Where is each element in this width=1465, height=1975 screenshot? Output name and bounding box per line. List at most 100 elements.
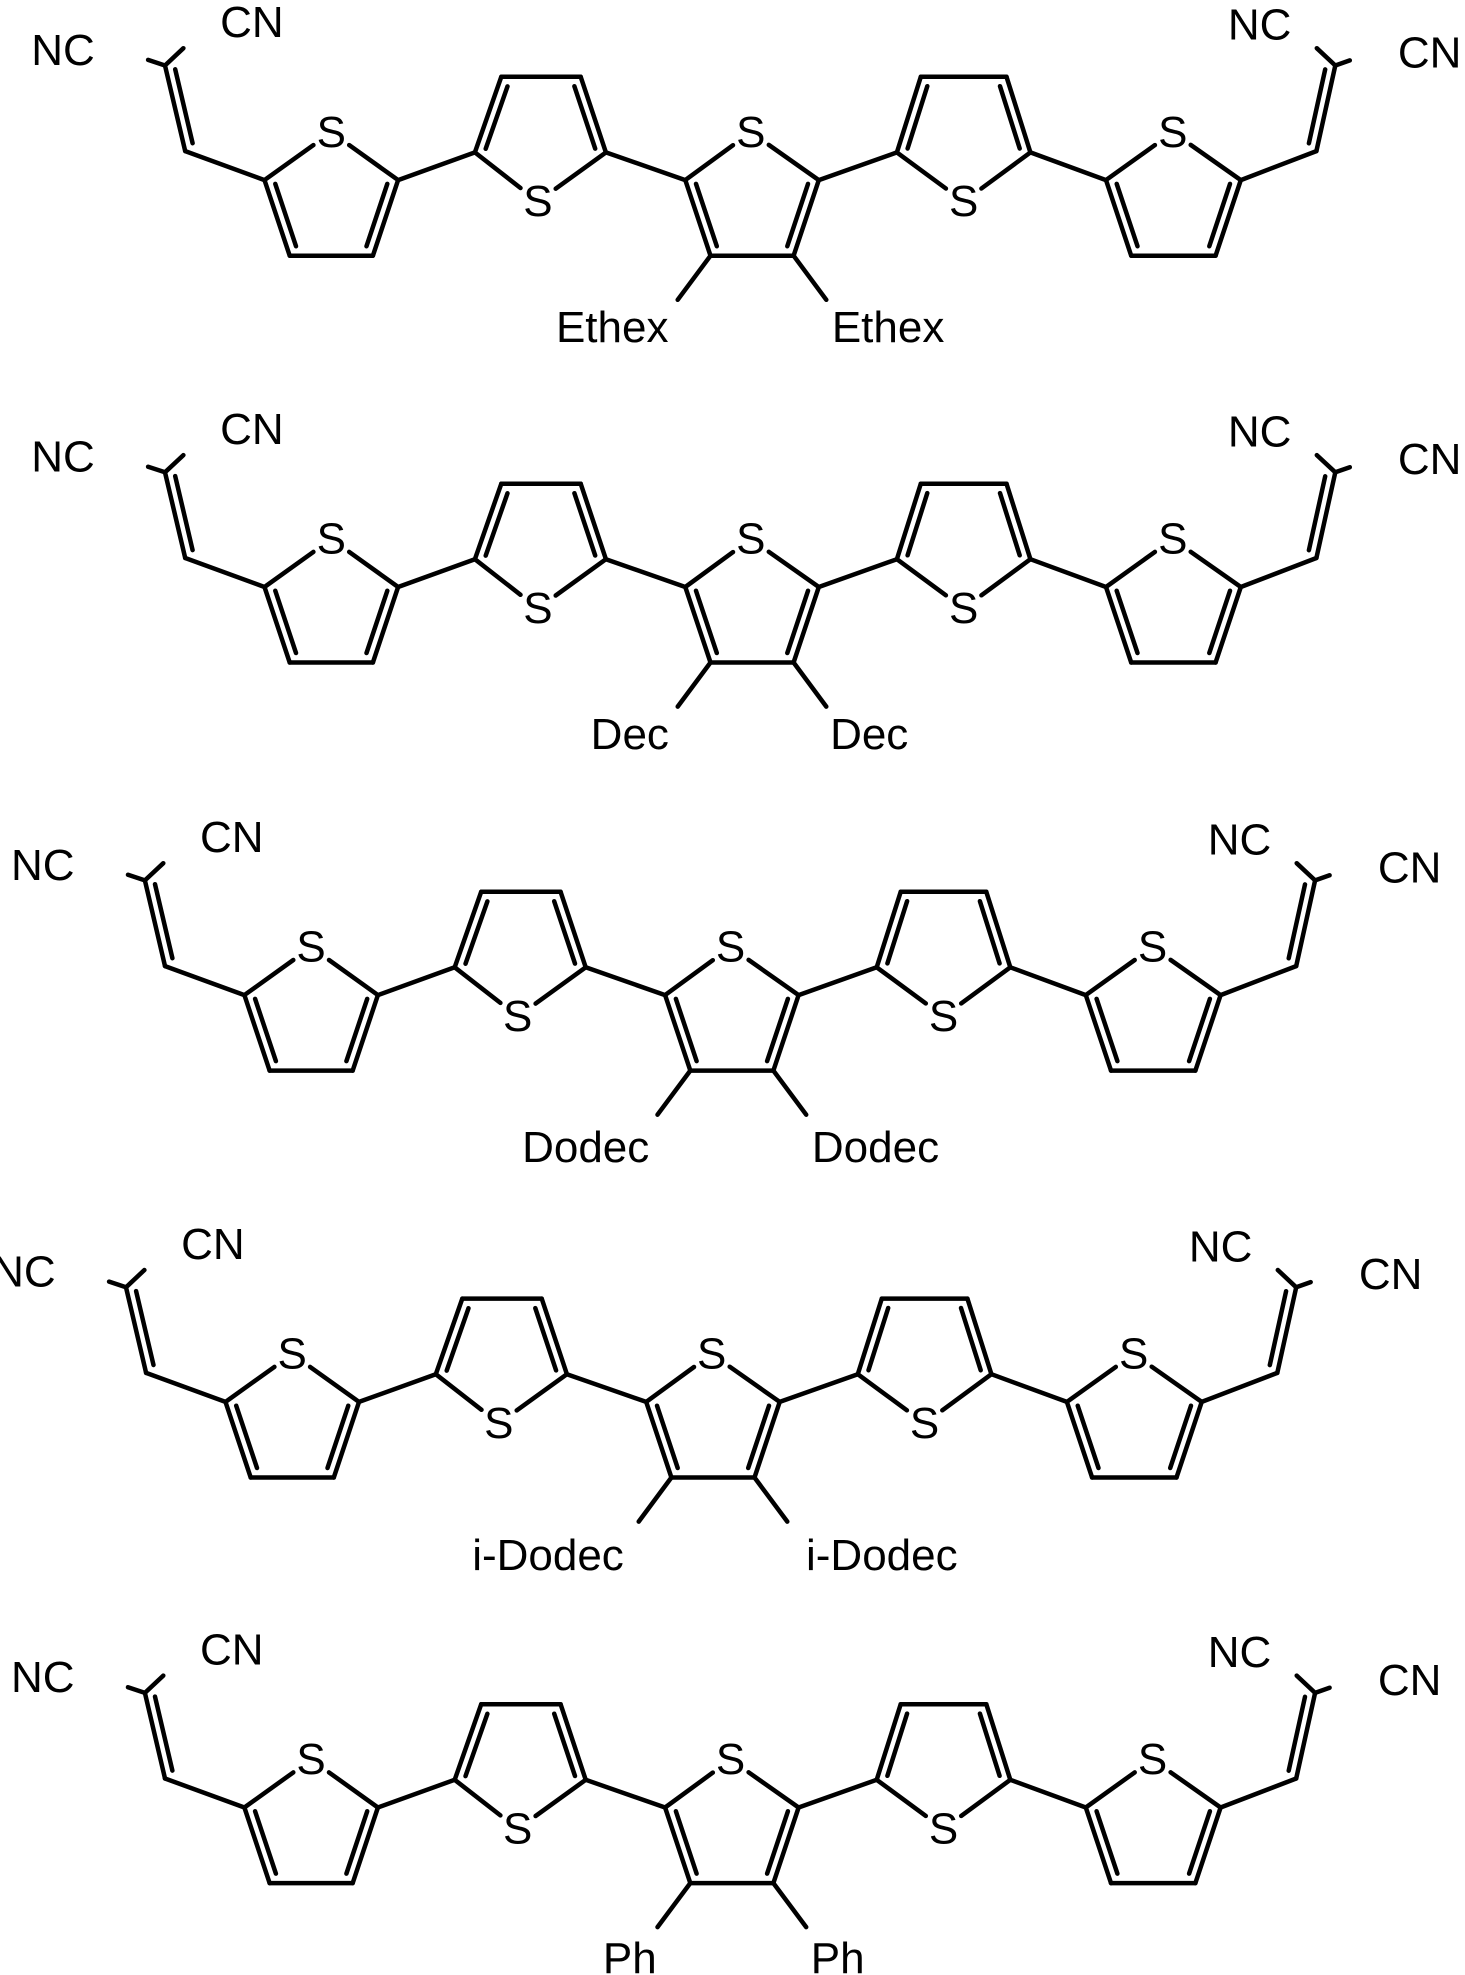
left-vinyl-double-bond <box>155 1697 172 1771</box>
left-vinyl-bond <box>146 1373 225 1402</box>
right-vinyl-double-bond <box>1296 880 1315 966</box>
thiophene-ring-1-bond <box>349 145 398 180</box>
substituent-bond <box>773 1883 806 1927</box>
right-cn-label: CN <box>1378 843 1442 892</box>
thiophene-ring-4-bond <box>961 967 1010 1003</box>
substituent-bond <box>794 256 827 300</box>
inter-ring-bond <box>991 1374 1067 1402</box>
sulfur-label: S <box>503 1804 532 1853</box>
right-vinyl-bond <box>1202 1373 1278 1402</box>
substituent-label-left: Dec <box>591 710 669 759</box>
inter-ring-bond <box>398 152 475 180</box>
right-nitrile-bond <box>1315 1688 1330 1693</box>
left-nitrile-bond <box>165 48 183 65</box>
left-nc-label: NC <box>31 26 95 75</box>
left-vinyl-bond <box>165 1779 244 1808</box>
right-cn-label: CN <box>1398 435 1462 484</box>
thiophene-ring-1-bond <box>244 1772 293 1807</box>
left-nitrile-bond <box>145 1676 163 1693</box>
thiophene-ring-1-bond <box>329 1772 378 1807</box>
thiophene-ring-4-double-bond <box>908 86 928 148</box>
sulfur-label: S <box>929 1804 958 1853</box>
right-nc-label: NC <box>1208 1628 1272 1677</box>
thiophene-ring-2-bond <box>536 967 586 1003</box>
sulfur-label: S <box>949 177 978 226</box>
left-nc-label: NC <box>11 1653 75 1702</box>
thiophene-ring-5-bond <box>1191 552 1241 587</box>
sulfur-label: S <box>523 177 552 226</box>
sulfur-label: S <box>1138 923 1167 972</box>
left-cn-label: CN <box>220 405 284 454</box>
thiophene-ring-5-bond <box>1086 960 1135 995</box>
sulfur-label: S <box>736 515 765 564</box>
left-nitrile-bond <box>165 455 183 472</box>
right-vinyl-bond <box>1221 966 1297 995</box>
left-vinyl-double-bond <box>175 69 192 143</box>
thiophene-ring-3-bond <box>646 1367 694 1402</box>
molecule-4: SSSSSNCCNNCCNi-Dodeci-Dodec <box>0 1220 1422 1580</box>
sulfur-label: S <box>1119 1330 1148 1379</box>
thiophene-ring-2-bond <box>536 1780 586 1816</box>
thiophene-ring-5-bond <box>1106 145 1155 180</box>
molecule-1: SSSSSNCCNNCCNEthexEthex <box>31 0 1461 352</box>
inter-ring-bond <box>606 152 685 180</box>
sulfur-label: S <box>716 1735 745 1784</box>
right-nc-label: NC <box>1208 816 1272 865</box>
sulfur-label: S <box>317 108 346 157</box>
molecule-2: SSSSSNCCNNCCNDecDec <box>31 405 1461 759</box>
left-cn-label: CN <box>181 1220 245 1269</box>
thiophene-ring-2-bond <box>455 967 501 1003</box>
substituent-label-left: Ph <box>603 1934 657 1975</box>
right-nitrile-bond <box>1335 467 1350 472</box>
right-nc-label: NC <box>1189 1223 1253 1272</box>
right-vinyl-bond <box>1241 558 1317 587</box>
thiophene-ring-5-bond <box>1106 552 1155 587</box>
right-nitrile-bond <box>1315 875 1330 880</box>
thiophene-ring-3-bond <box>685 145 733 180</box>
inter-ring-bond <box>780 1374 858 1402</box>
left-vinyl-bond <box>165 966 244 995</box>
right-nc-label: NC <box>1228 408 1292 457</box>
right-cn-label: CN <box>1359 1250 1423 1299</box>
inter-ring-bond <box>799 967 877 995</box>
substituent-bond <box>678 256 711 300</box>
thiophene-ring-3-bond <box>685 552 733 587</box>
thiophene-ring-5-bond <box>1171 960 1221 995</box>
inter-ring-bond <box>1030 559 1106 587</box>
right-vinyl-double-bond <box>1316 472 1335 558</box>
thiophene-ring-1-bond <box>329 960 378 995</box>
sulfur-label: S <box>697 1330 726 1379</box>
left-cn-label: CN <box>200 813 264 862</box>
thiophene-ring-4-double-bond <box>887 901 907 963</box>
left-nitrile-bond <box>126 1270 144 1287</box>
thiophene-ring-1-bond <box>244 960 293 995</box>
left-vinyl-double-bond <box>136 1291 153 1365</box>
thiophene-ring-4-double-bond <box>908 493 928 555</box>
sulfur-label: S <box>1138 1735 1167 1784</box>
left-nc-label: NC <box>0 1248 56 1297</box>
inter-ring-bond <box>819 152 897 180</box>
inter-ring-bond <box>819 559 897 587</box>
inter-ring-bond <box>586 967 665 995</box>
thiophene-ring-5-bond <box>1086 1772 1135 1807</box>
thiophene-ring-2-bond <box>455 1780 501 1816</box>
right-nitrile-bond <box>1297 1676 1315 1693</box>
thiophene-ring-2-bond <box>475 559 521 595</box>
sulfur-label: S <box>484 1399 513 1448</box>
thiophene-ring-5-bond <box>1191 145 1241 180</box>
inter-ring-bond <box>398 559 475 587</box>
thiophene-ring-3-bond <box>749 960 799 995</box>
right-cn-label: CN <box>1398 28 1462 77</box>
thiophene-ring-4-double-bond <box>1000 493 1020 555</box>
substituent-label-right: Ph <box>811 1934 865 1975</box>
right-nitrile-bond <box>1317 48 1336 65</box>
sulfur-label: S <box>910 1399 939 1448</box>
molecule-3: SSSSSNCCNNCCNDodecDodec <box>11 813 1441 1172</box>
left-nitrile-bond <box>148 467 165 473</box>
left-nitrile-bond <box>128 875 145 881</box>
right-nitrile-bond <box>1297 863 1315 880</box>
inter-ring-bond <box>378 1780 455 1808</box>
sulfur-label: S <box>296 923 325 972</box>
thiophene-ring-5-bond <box>1152 1367 1202 1402</box>
